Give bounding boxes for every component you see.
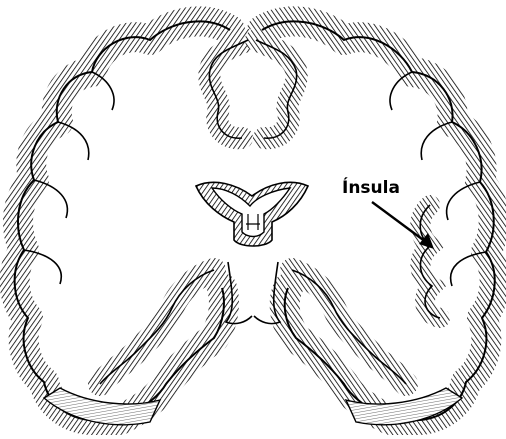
midline-gyri-left — [209, 40, 248, 138]
temporal-gyri — [100, 270, 406, 384]
superior-gyri — [209, 40, 296, 138]
insula-gyri — [420, 205, 440, 318]
insula-region — [420, 205, 440, 318]
insula-label: Ínsula — [342, 176, 400, 198]
ventricles — [196, 182, 308, 246]
midline-gyri-right — [256, 40, 297, 138]
